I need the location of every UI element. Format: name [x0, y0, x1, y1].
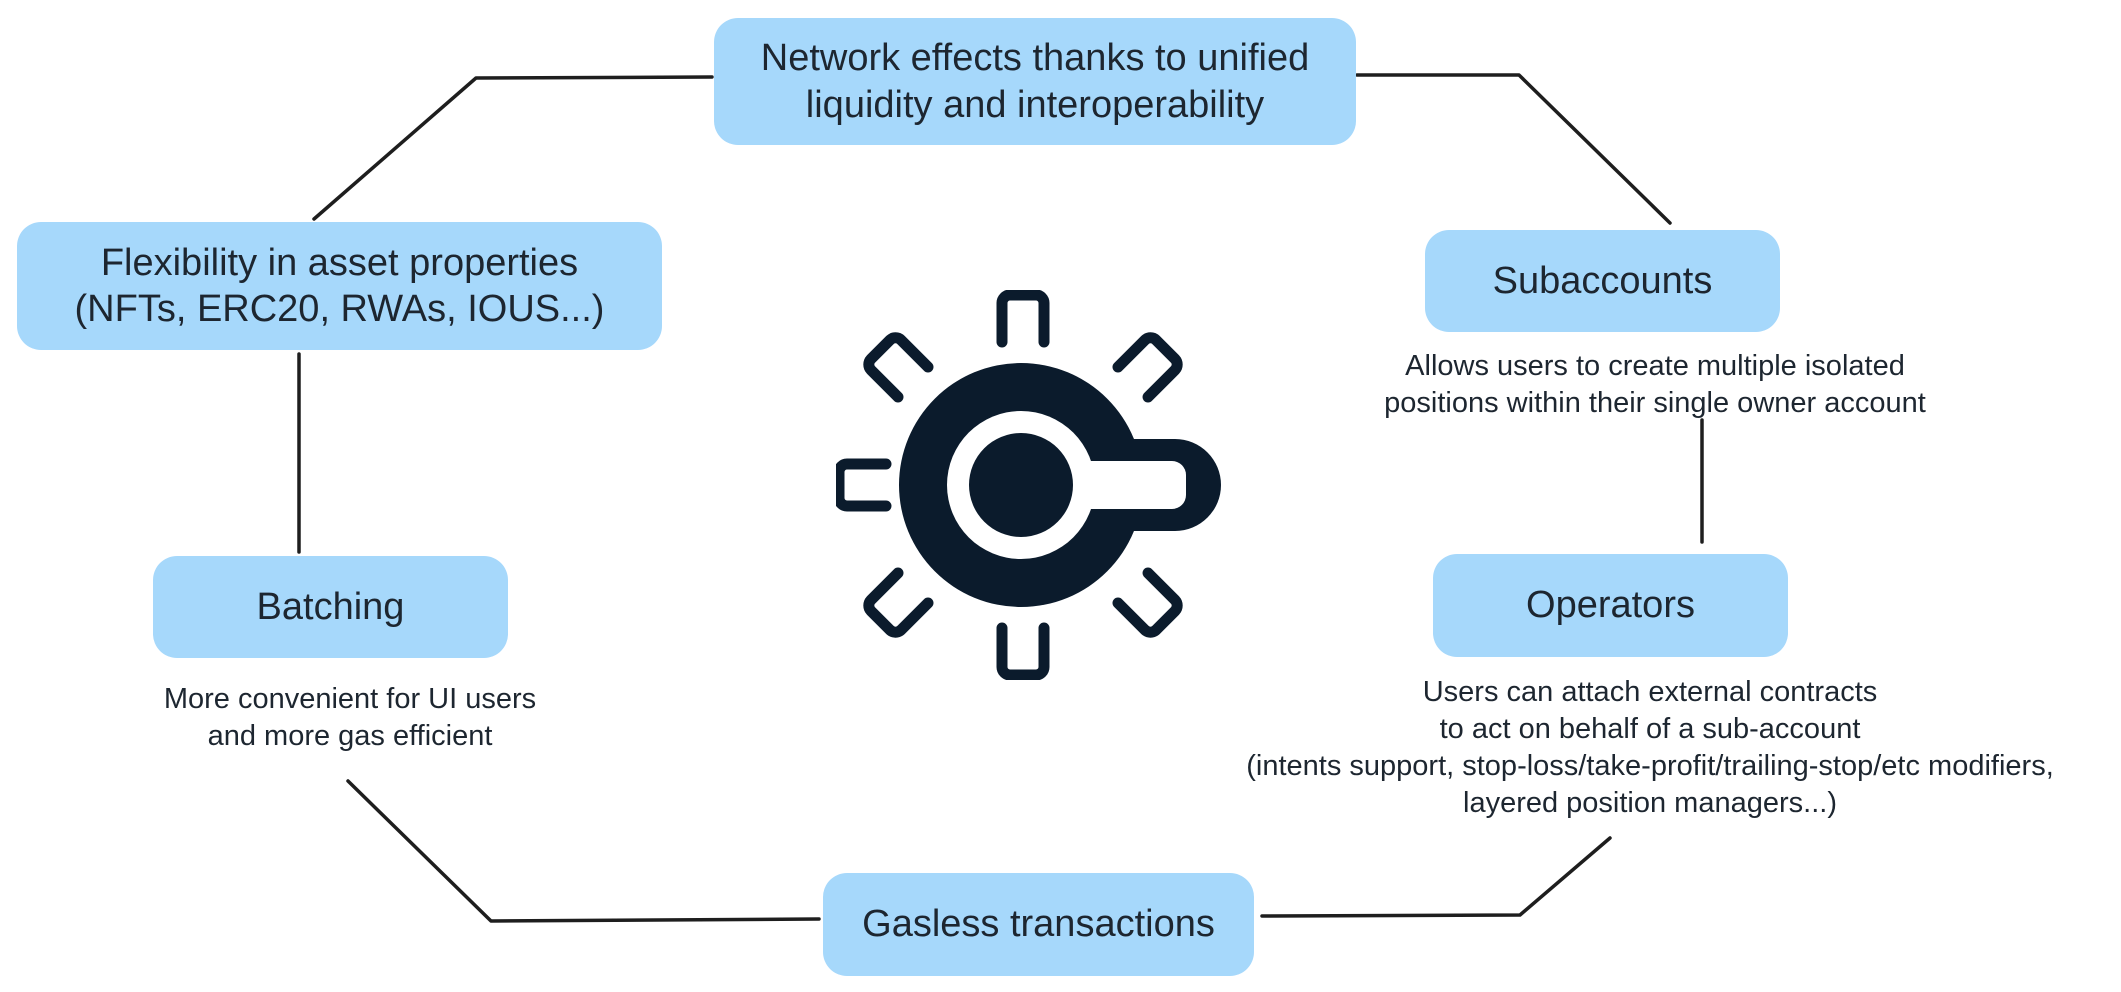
- node-operators-label: Operators: [1526, 584, 1695, 627]
- connector-network-to-subaccounts: [1355, 73, 1672, 225]
- connector-batching-to-gasless: [346, 779, 821, 923]
- gear-tooth-left: [836, 458, 892, 512]
- connector-operators-to-gasless: [1260, 836, 1612, 918]
- gear-tooth-bottom: [996, 622, 1050, 680]
- description-subaccounts: Allows users to create multiple isolated…: [1384, 350, 1926, 420]
- node-network-effects: Network effects thanks to unified liquid…: [714, 18, 1356, 145]
- node-network-effects-label: Network effects thanks to unified liquid…: [760, 37, 1310, 126]
- node-flexibility-label: Flexibility in asset properties (NFTs, E…: [74, 241, 605, 330]
- node-flexibility: Flexibility in asset properties (NFTs, E…: [17, 222, 662, 350]
- gear-tooth-bottom-left: [863, 567, 934, 638]
- connector-network-to-flexibility: [312, 75, 714, 221]
- description-operators: Users can attach external contracts to a…: [1246, 676, 2054, 820]
- gear-tooth-bottom-right: [1112, 567, 1183, 638]
- gear-handle-slot: [1036, 461, 1186, 509]
- node-gasless-transactions-label: Gasless transactions: [862, 903, 1215, 946]
- gear-cog-icon: [836, 290, 1221, 680]
- gear-tooth-top-left: [863, 332, 934, 403]
- node-batching-label: Batching: [256, 585, 405, 628]
- node-batching: Batching: [153, 556, 508, 658]
- node-subaccounts: Subaccounts: [1425, 230, 1780, 332]
- gear-tooth-top: [996, 290, 1050, 348]
- description-batching: More convenient for UI users and more ga…: [163, 683, 537, 753]
- gear-tooth-top-right: [1112, 332, 1183, 403]
- node-gasless-transactions: Gasless transactions: [823, 873, 1254, 976]
- gear-hub: [969, 433, 1073, 537]
- node-subaccounts-label: Subaccounts: [1492, 259, 1713, 302]
- node-operators: Operators: [1433, 554, 1788, 657]
